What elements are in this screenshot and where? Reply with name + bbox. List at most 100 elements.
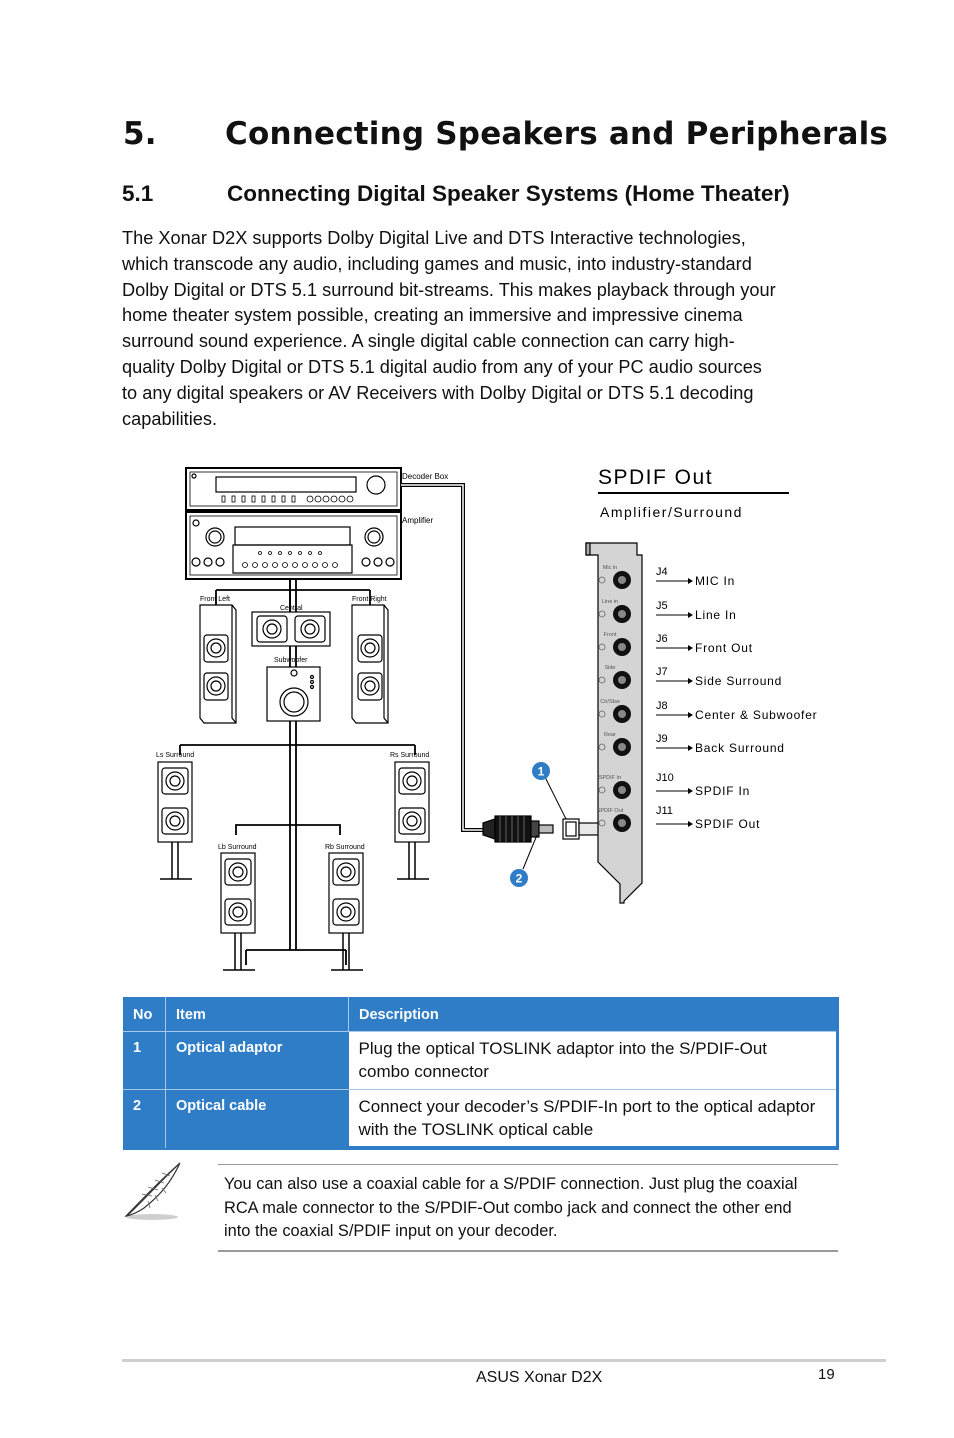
speaker-subwoofer — [266, 666, 321, 722]
speaker-central — [251, 611, 331, 647]
port-symbol-icon — [598, 743, 606, 751]
jack-socket-core — [618, 710, 626, 718]
label-front-right: Front Right — [352, 596, 387, 603]
jack-name: Center & Subwoofer — [695, 708, 817, 722]
feather-pen-icon — [124, 1162, 181, 1220]
row-description: Plug the optical TOSLINK adaptor into th… — [348, 1031, 839, 1090]
bracket-port-label: Line in — [602, 599, 618, 605]
intro-line: The Xonar D2X supports Dolby Digital Liv… — [122, 228, 746, 248]
label-front-left: Front Left — [200, 596, 230, 603]
chapter-number: 5. — [123, 116, 157, 152]
card-bracket — [585, 542, 643, 904]
note-line: RCA male connector to the S/PDIF-Out com… — [224, 1198, 792, 1217]
header-description: Description — [348, 997, 838, 1032]
row-item: Optical adaptor — [165, 1031, 349, 1090]
speaker-wires — [179, 579, 416, 965]
label-lb-surround: Lb Surround — [218, 844, 257, 851]
jack-name: Front Out — [695, 641, 753, 655]
arrow-right-icon — [688, 645, 693, 651]
intro-paragraph: The Xonar D2X supports Dolby Digital Liv… — [122, 226, 842, 432]
bracket-port-label: Ctr/Sbw — [600, 699, 620, 705]
intro-line: Dolby Digital or DTS 5.1 surround bit-st… — [122, 279, 776, 300]
jack-id: J5 — [656, 600, 668, 612]
label-rb-surround: Rb Surround — [325, 844, 365, 851]
callout-1-label: 1 — [538, 765, 545, 779]
table-header-row: No Item Description — [123, 997, 838, 1032]
label-central: Central — [280, 605, 303, 612]
port-symbol-icon — [598, 576, 606, 584]
label-rs-surround: Rs Surround — [390, 752, 429, 759]
arrow-right-icon — [688, 578, 693, 584]
arrow-right-icon — [688, 788, 693, 794]
jack-socket-core — [618, 819, 626, 827]
description-line: Plug the optical TOSLINK adaptor into th… — [358, 1039, 768, 1058]
footer-rule — [122, 1359, 886, 1362]
header-no: No — [133, 1006, 153, 1023]
jack-socket-core — [618, 643, 626, 651]
jack-socket-core — [618, 576, 626, 584]
arrow-right-icon — [688, 612, 693, 618]
speaker-front-right — [351, 604, 389, 724]
port-symbol-icon — [598, 819, 606, 827]
note-text: You can also use a coaxial cable for a S… — [224, 1173, 836, 1244]
diagram-subheading: Amplifier/Surround — [600, 504, 743, 520]
note-top-rule — [218, 1164, 838, 1165]
note-line: into the coaxial S/PDIF input on your de… — [224, 1222, 558, 1240]
intro-line: capabilities. — [122, 408, 218, 429]
port-symbol-icon — [598, 786, 606, 794]
jack-name: Line In — [695, 608, 737, 622]
bracket-port-label: Front — [604, 632, 617, 638]
label-decoder-box: Decoder Box — [402, 472, 448, 481]
bracket-port-label: SPDIF In — [599, 775, 621, 781]
arrow-right-icon — [688, 678, 693, 684]
row-number: 2 — [123, 1089, 166, 1148]
diagram-heading: SPDIF Out — [598, 466, 713, 489]
row-description: Connect your decoder’s S/PDIF-In port to… — [348, 1089, 839, 1150]
description-line: Connect your decoder’s S/PDIF-In port to… — [358, 1097, 816, 1116]
row-number: 1 — [123, 1031, 166, 1090]
jack-socket-core — [618, 676, 626, 684]
speaker-rs-surround — [394, 761, 430, 880]
speaker-rb-surround — [328, 852, 364, 971]
port-symbol-icon — [598, 643, 606, 651]
speaker-lb-surround — [220, 852, 256, 971]
jack-socket-core — [618, 610, 626, 618]
port-symbol-icon — [598, 676, 606, 684]
jack-id: J11 — [656, 805, 673, 817]
jack-id: J6 — [656, 633, 668, 645]
diagram-heading-rule — [598, 492, 789, 494]
note-line: You can also use a coaxial cable for a S… — [224, 1175, 798, 1193]
description-line: combo connector — [358, 1061, 489, 1081]
callout-2: 2 — [510, 834, 538, 887]
bracket-port-label: SPDIF Out — [597, 808, 624, 814]
page-number: 19 — [818, 1366, 835, 1383]
jack-socket-core — [618, 786, 626, 794]
intro-line: quality Dolby Digital or DTS 5.1 digital… — [122, 356, 762, 377]
intro-line: home theater system possible, creating a… — [122, 305, 743, 326]
speaker-front-left — [199, 604, 237, 724]
label-amplifier: Amplifier — [402, 516, 433, 525]
jack-name: MIC In — [695, 574, 735, 588]
arrow-right-icon — [688, 712, 693, 718]
section-title-text: Connecting Digital Speaker Systems (Home… — [227, 181, 790, 206]
jack-id: J10 — [656, 772, 674, 784]
chapter-title-text: Connecting Speakers and Peripherals — [225, 116, 889, 152]
bracket-port-label: Rear — [604, 732, 616, 738]
jack-name: SPDIF Out — [695, 817, 760, 831]
table-row: 1 Optical adaptor Plug the optical TOSLI… — [123, 1031, 839, 1090]
jack-socket-core — [618, 743, 626, 751]
intro-line: which transcode any audio, including gam… — [122, 253, 752, 274]
header-item: Item — [165, 997, 349, 1032]
table-row: 2 Optical cable Connect your decoder’s S… — [123, 1089, 839, 1150]
port-symbol-icon — [598, 610, 606, 618]
items-table: No Item Description 1 Optical adaptor Pl… — [123, 997, 839, 1150]
